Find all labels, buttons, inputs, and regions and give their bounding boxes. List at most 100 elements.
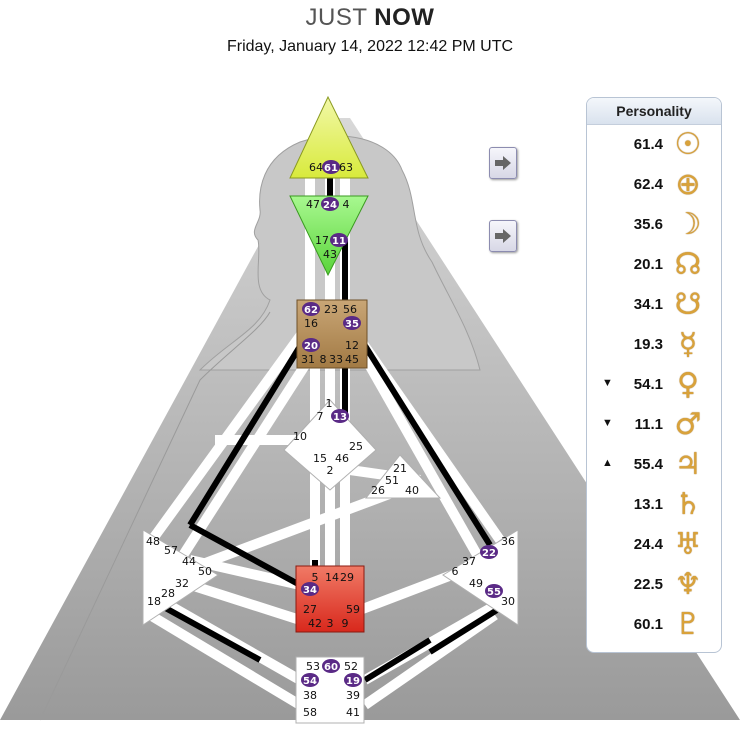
- right-arrow-icon: [495, 229, 511, 243]
- gate-number: 29: [340, 571, 354, 584]
- gate-16: 16: [304, 317, 318, 330]
- gate-number: 34: [303, 585, 317, 596]
- page-title: JUST NOW: [0, 4, 740, 32]
- gate-number: 6: [452, 565, 459, 578]
- gate-number: 1: [326, 397, 333, 410]
- gate-29: 29: [340, 571, 354, 584]
- gate-31: 31: [301, 353, 315, 366]
- gate-line-value: 54.1: [633, 376, 663, 393]
- personality-row: 35.6☽: [587, 206, 721, 244]
- gate-number: 26: [371, 484, 385, 497]
- gate-45: 45: [345, 353, 359, 366]
- gate-number: 35: [345, 319, 359, 330]
- gate-39: 39: [346, 689, 360, 702]
- saturn-icon: ♄: [674, 487, 702, 522]
- gate-21: 21: [393, 462, 407, 475]
- change-indicator: ▲: [602, 457, 613, 469]
- gate-number: 8: [320, 353, 327, 366]
- gate-55: 55: [485, 584, 503, 598]
- gate-47: 47: [306, 198, 320, 211]
- gate-number: 47: [306, 198, 320, 211]
- personality-row: 13.1 ♄: [587, 486, 721, 524]
- gate-number: 4: [343, 198, 350, 211]
- active-gate-marker: [485, 584, 503, 598]
- gate-25: 25: [349, 440, 363, 453]
- gate-27: 27: [303, 603, 317, 616]
- gate-60: 60: [322, 659, 340, 673]
- gate-number: 52: [344, 660, 358, 673]
- gate-number: 21: [393, 462, 407, 475]
- gate-number: 53: [306, 660, 320, 673]
- gate-32: 32: [175, 577, 189, 590]
- gate-6: 6: [452, 565, 459, 578]
- gate-30: 30: [501, 595, 515, 608]
- personality-header: Personality: [587, 98, 721, 125]
- gate-number: 59: [346, 603, 360, 616]
- gate-number: 31: [301, 353, 315, 366]
- gate-12: 12: [345, 339, 359, 352]
- gate-number: 23: [324, 303, 338, 316]
- gate-number: 61: [324, 163, 338, 174]
- personality-row: ▼11.1♂: [587, 406, 721, 444]
- gate-number: 7: [317, 410, 324, 423]
- gate-number: 25: [349, 440, 363, 453]
- gate-number: 22: [482, 548, 496, 559]
- gate-number: 3: [327, 617, 334, 630]
- mars-icon: ♂: [674, 407, 702, 442]
- gate-line-value: 35.6: [633, 216, 663, 233]
- gate-44: 44: [182, 555, 196, 568]
- gate-26: 26: [371, 484, 385, 497]
- personality-row: 61.4 ☉: [587, 126, 721, 164]
- gate-36: 36: [501, 535, 515, 548]
- title-strong: NOW: [374, 4, 435, 31]
- active-gate-marker: [302, 338, 320, 352]
- gate-line-value: 22.5: [633, 576, 663, 593]
- gate-24: 24: [321, 197, 339, 211]
- gate-22: 22: [480, 545, 498, 559]
- design-arrow-button[interactable]: [489, 147, 517, 179]
- gate-line-value: 13.1: [633, 496, 663, 513]
- gate-number: 12: [345, 339, 359, 352]
- gate-number: 43: [323, 248, 337, 261]
- gate-line-value: 55.4: [633, 456, 663, 473]
- gate-37: 37: [462, 555, 476, 568]
- gate-number: 39: [346, 689, 360, 702]
- south-node-icon: ☋: [674, 287, 702, 322]
- pluto-icon: ♇: [674, 607, 702, 642]
- gate-line-value: 62.4: [633, 176, 663, 193]
- gate-number: 19: [346, 676, 360, 687]
- gate-number: 56: [343, 303, 357, 316]
- active-gate-marker: [322, 160, 340, 174]
- gate-number: 51: [385, 474, 399, 487]
- gate-line-value: 34.1: [633, 296, 663, 313]
- gate-number: 64: [309, 161, 323, 174]
- north-node-icon: ☊: [674, 247, 702, 282]
- personality-row: 62.4⊕: [587, 166, 721, 204]
- sun-icon: ☉: [674, 127, 702, 162]
- gate-3: 3: [327, 617, 334, 630]
- g-center: [283, 399, 377, 491]
- gate-9: 9: [342, 617, 349, 630]
- personality-arrow-button[interactable]: [489, 220, 517, 252]
- gate-10: 10: [293, 430, 307, 443]
- gate-line-value: 19.3: [633, 336, 663, 353]
- gate-number: 36: [501, 535, 515, 548]
- gate-line-value: 61.4: [633, 136, 663, 153]
- gate-number: 57: [164, 544, 178, 557]
- gate-number: 20: [304, 341, 318, 352]
- gate-number: 13: [333, 412, 347, 423]
- gate-line-value: 20.1: [633, 256, 663, 273]
- active-gate-marker: [321, 197, 339, 211]
- gate-number: 55: [487, 587, 501, 598]
- personality-row: 19.3☿: [587, 326, 721, 364]
- gate-number: 58: [303, 706, 317, 719]
- gate-35: 35: [343, 316, 361, 330]
- gate-38: 38: [303, 689, 317, 702]
- active-gate-marker: [480, 545, 498, 559]
- gate-46: 46: [335, 452, 349, 465]
- gate-53: 53: [306, 660, 320, 673]
- personality-row: ▲55.4♃: [587, 446, 721, 484]
- gate-number: 54: [303, 676, 317, 687]
